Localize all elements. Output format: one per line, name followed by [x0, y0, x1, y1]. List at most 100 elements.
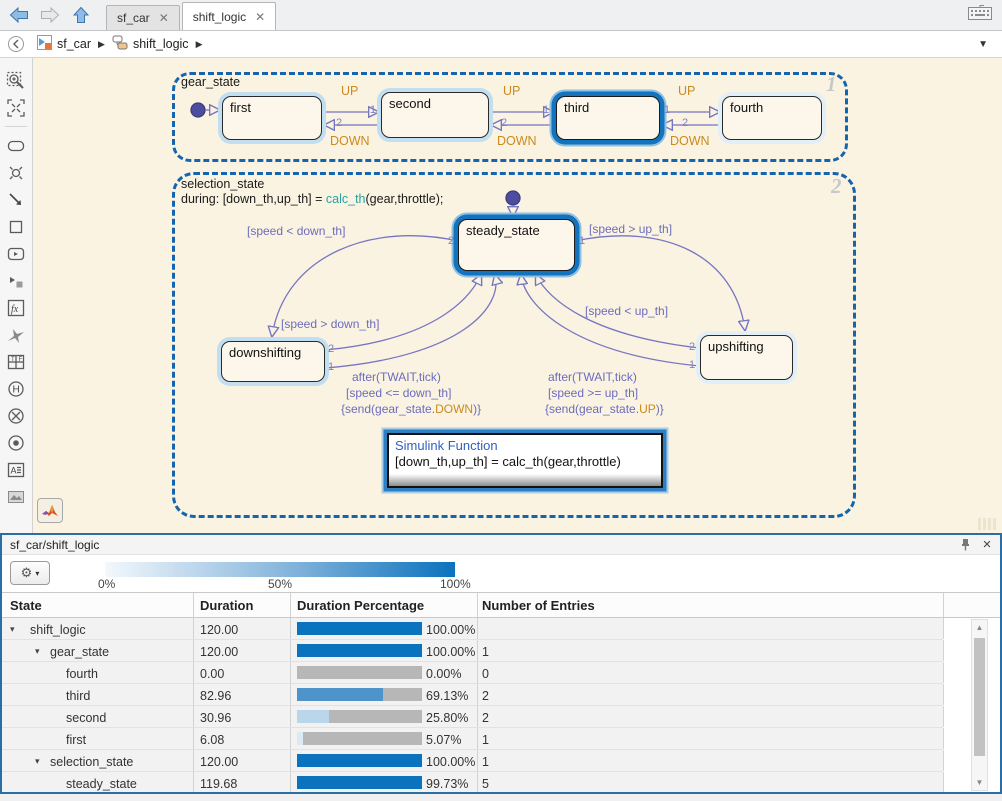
scrollbar-thumb[interactable]	[974, 638, 985, 756]
table-scrollbar[interactable]: ▲ ▼	[971, 619, 988, 791]
forward-arrow-icon[interactable]	[39, 6, 61, 24]
matlab-function-icon[interactable]: fx	[5, 297, 27, 318]
simulink-model-icon	[37, 35, 52, 53]
breadcrumb-separator[interactable]: ▶	[195, 38, 203, 49]
scroll-down-icon[interactable]: ▼	[975, 778, 984, 787]
scroll-up-icon[interactable]: ▲	[975, 623, 984, 632]
annotation-icon[interactable]: A	[5, 459, 27, 480]
header-duration-percentage[interactable]: Duration Percentage	[297, 598, 425, 613]
box-icon[interactable]	[5, 216, 27, 237]
close-icon[interactable]: ×	[982, 536, 992, 553]
panel-title-bar[interactable]: sf_car/shift_logic ×	[2, 535, 1000, 555]
send-prefix: {send(gear_state.	[545, 402, 640, 416]
action-label[interactable]: {send(gear_state.UP)}	[545, 402, 664, 416]
back-arrow-icon[interactable]	[8, 6, 30, 24]
transition-number: 1	[689, 359, 696, 371]
header-duration[interactable]: Duration	[200, 598, 254, 613]
state-steady-state[interactable]: steady_state	[458, 219, 575, 271]
state-second[interactable]: second	[381, 92, 489, 138]
junction-icon[interactable]	[5, 162, 27, 183]
superstate-gear-state[interactable]	[172, 72, 848, 162]
guard-label[interactable]: [speed < up_th]	[585, 304, 669, 318]
fit-to-view-icon[interactable]	[5, 97, 27, 118]
keyboard-icon[interactable]	[968, 5, 992, 25]
event-label-up[interactable]: UP	[678, 84, 696, 98]
event-label-down[interactable]: DOWN	[497, 134, 537, 148]
expander-icon[interactable]: ▾	[35, 756, 40, 766]
matlab-badge-button[interactable]	[37, 498, 63, 523]
canvas-resize-grip[interactable]	[978, 518, 996, 530]
hide-explorer-bar-icon[interactable]	[8, 36, 24, 52]
settings-gear-button[interactable]: ⚙ ▾	[10, 561, 50, 585]
header-state[interactable]: State	[10, 598, 42, 613]
action-label[interactable]: {send(gear_state.DOWN)}	[341, 402, 481, 416]
action-label[interactable]: [speed <= down_th]	[346, 386, 452, 400]
event-label-up[interactable]: UP	[341, 84, 359, 98]
cell-state: steady_state	[66, 777, 137, 791]
state-fourth[interactable]: fourth	[722, 96, 822, 140]
graphical-function-icon[interactable]	[5, 324, 27, 345]
expander-icon[interactable]: ▾	[35, 646, 40, 656]
function-link[interactable]: calc_th	[325, 192, 366, 206]
chart-canvas[interactable]: gear_state 1 first second third fourth U…	[33, 58, 1002, 533]
header-number-of-entries[interactable]: Number of Entries	[482, 598, 595, 613]
breadcrumb-separator[interactable]: ▶	[98, 38, 105, 49]
tab-shift-logic[interactable]: shift_logic ✕	[181, 2, 277, 30]
action-label[interactable]: [speed >= up_th]	[548, 386, 639, 400]
guard-label[interactable]: [speed > up_th]	[589, 222, 673, 236]
cell-state: fourth	[66, 667, 98, 681]
guard-label[interactable]: [speed < down_th]	[247, 224, 346, 238]
transition-number: 1	[664, 104, 671, 116]
duration-percentage-bar	[297, 666, 422, 679]
link-state-icon[interactable]	[5, 270, 27, 291]
cell-percentage: 0.00%	[426, 667, 462, 681]
state-third[interactable]: third	[556, 96, 660, 140]
event-label-up[interactable]: UP	[503, 84, 521, 98]
action-label[interactable]: after(TWAIT,tick)	[548, 370, 637, 384]
connective-junction-icon[interactable]	[5, 405, 27, 426]
breadcrumb-model[interactable]: sf_car	[57, 37, 92, 51]
transition-icon[interactable]	[5, 189, 27, 210]
simulink-function-box[interactable]: Simulink Function [down_th,up_th] = calc…	[387, 433, 663, 488]
guard-label[interactable]: [speed > down_th]	[281, 317, 380, 331]
action-label[interactable]: after(TWAIT,tick)	[352, 370, 441, 384]
event-label-down[interactable]: DOWN	[670, 134, 710, 148]
default-transition-icon[interactable]	[5, 432, 27, 453]
cell-state: shift_logic	[30, 623, 86, 637]
state-downshifting[interactable]: downshifting	[221, 341, 325, 382]
breadcrumb-chart[interactable]: shift_logic	[132, 37, 189, 51]
legend-100: 100%	[440, 577, 471, 591]
state-icon[interactable]	[5, 135, 27, 156]
expander-icon[interactable]: ▾	[10, 624, 15, 634]
state-upshifting[interactable]: upshifting	[700, 335, 793, 380]
image-icon[interactable]	[5, 486, 27, 507]
activity-table: State Duration Duration Percentage Numbe…	[2, 592, 1000, 792]
zoom-selection-icon[interactable]	[5, 70, 27, 91]
tab-sf-car[interactable]: sf_car ✕	[106, 5, 180, 30]
simulink-state-icon[interactable]	[5, 243, 27, 264]
cell-state: selection_state	[50, 755, 134, 769]
cell-state: gear_state	[50, 645, 110, 659]
up-to-parent-arrow-icon[interactable]	[70, 6, 92, 24]
close-icon[interactable]: ✕	[158, 11, 169, 25]
cell-duration: 30.96	[200, 711, 232, 725]
event-label-down[interactable]: DOWN	[330, 134, 370, 148]
state-first[interactable]: first	[222, 96, 322, 140]
superstate-selection-state[interactable]	[172, 172, 856, 518]
chevron-down-icon[interactable]: ▼	[978, 38, 988, 50]
pin-icon[interactable]	[956, 537, 974, 553]
close-icon[interactable]: ✕	[255, 9, 266, 24]
state-label: third	[564, 100, 590, 115]
history-junction-icon[interactable]: H	[5, 378, 27, 399]
legend-50: 50%	[268, 577, 293, 591]
